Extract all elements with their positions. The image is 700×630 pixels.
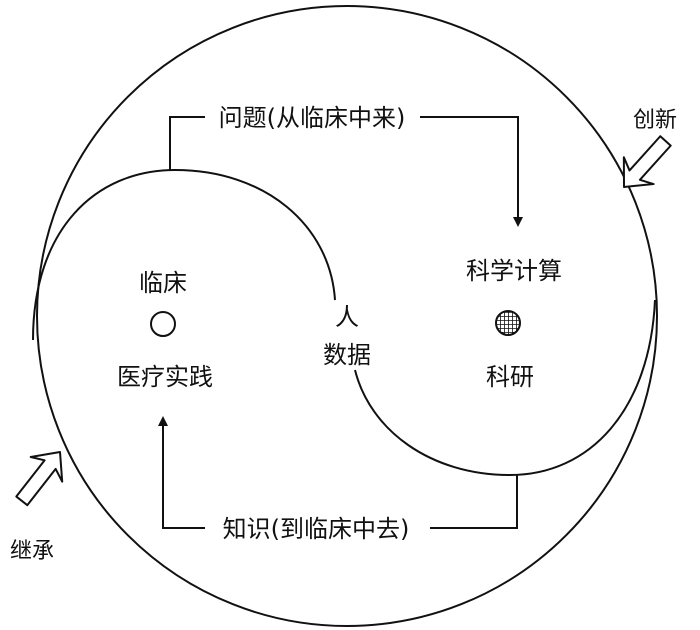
scientific-computing-label: 科学计算: [466, 257, 562, 285]
inheritance-label: 继承: [10, 539, 54, 564]
clinical-node: [150, 311, 176, 337]
outer-circle: [36, 5, 658, 627]
research-label: 科研: [486, 363, 534, 391]
research-node: [495, 310, 521, 336]
right-lobe: [354, 299, 656, 477]
data-label: 数据: [323, 341, 371, 369]
top-flow-arrow: [169, 116, 518, 225]
bottom-flow-arrow: [163, 418, 518, 529]
inheritance-arrow-icon: [15, 451, 64, 507]
medical-practice-label: 医疗实践: [117, 363, 213, 391]
human-label: 人: [335, 303, 359, 331]
innovation-arrow-icon: [622, 135, 672, 188]
question-label: 问题(从临床中来): [219, 104, 406, 132]
left-lobe: [32, 168, 336, 341]
clinical-label: 临床: [139, 269, 187, 297]
innovation-label: 创新: [633, 108, 677, 133]
knowledge-label: 知识(到临床中去): [223, 515, 410, 543]
